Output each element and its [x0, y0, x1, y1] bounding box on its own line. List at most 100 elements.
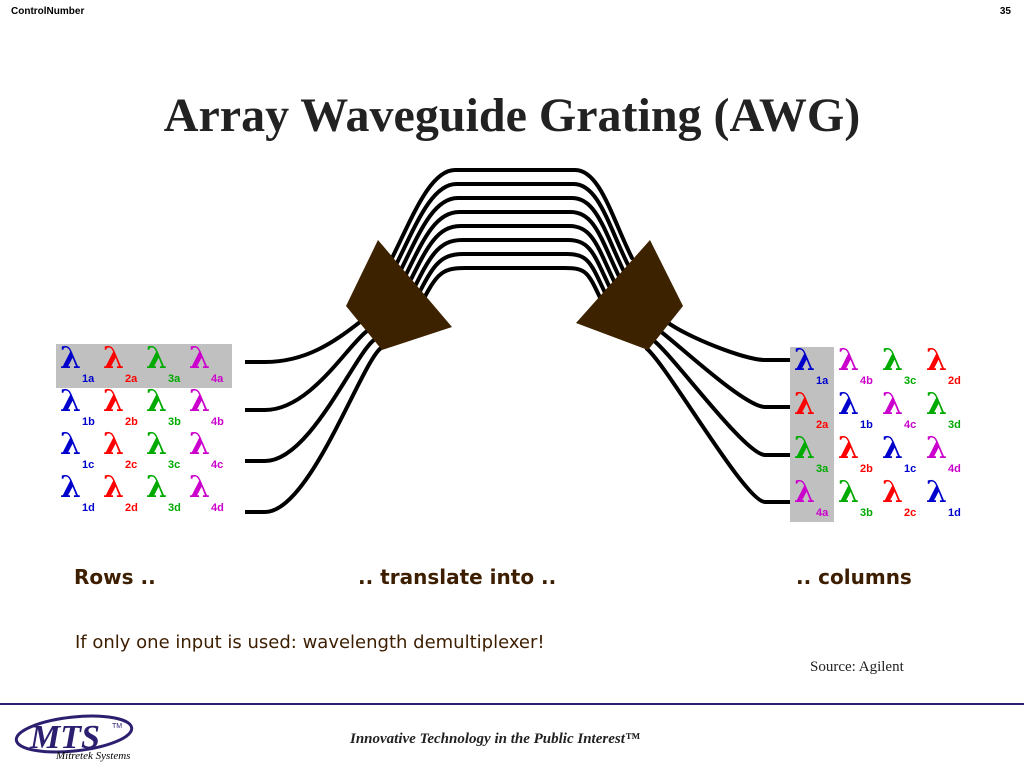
- lambda-symbol: λ: [103, 470, 124, 505]
- wavelength-label: 1a: [82, 373, 95, 385]
- waveguide-array: [390, 168, 634, 316]
- wavelength-label: 3a: [816, 463, 829, 475]
- wavelength-label: 3b: [168, 416, 181, 428]
- wavelength-label: 2a: [125, 373, 138, 385]
- lambda-symbol: λ: [882, 475, 903, 510]
- wavelength-label: 2c: [904, 507, 916, 519]
- mts-logo: MTS TM Mitretek Systems: [14, 714, 134, 762]
- logo-subtitle: Mitretek Systems: [55, 750, 130, 762]
- lambda-symbol: λ: [926, 343, 947, 378]
- wavelength-label: 1d: [948, 507, 961, 519]
- wavelength-label: 3d: [948, 419, 961, 431]
- lambda-symbol: λ: [103, 341, 124, 376]
- lambda-symbol: λ: [838, 343, 859, 378]
- lambda-symbol: λ: [838, 387, 859, 422]
- wavelength-label: 2c: [125, 459, 137, 471]
- wavelength-label: 1c: [82, 459, 94, 471]
- lambda-symbol: λ: [794, 431, 815, 466]
- lambda-symbol: λ: [189, 427, 210, 462]
- wavelength-label: 1d: [82, 502, 95, 514]
- waveguide: [400, 210, 624, 284]
- wavelength-label: 4c: [904, 419, 916, 431]
- lambda-symbol: λ: [926, 431, 947, 466]
- waveguide: [393, 182, 631, 268]
- wavelength-label: 1a: [816, 375, 829, 387]
- input-fiber: [245, 338, 376, 463]
- lambda-symbol: λ: [882, 387, 903, 422]
- wavelength-label: 1c: [904, 463, 916, 475]
- waveguide: [403, 224, 621, 292]
- lambda-symbol: λ: [146, 341, 167, 376]
- output-column-highlight: [790, 347, 834, 522]
- lambda-symbol: λ: [60, 470, 81, 505]
- wavelength-label: 2a: [816, 419, 829, 431]
- lambda-symbol: λ: [60, 427, 81, 462]
- output-fibers: [644, 320, 790, 504]
- footer-tagline: Innovative Technology in the Public Inte…: [350, 731, 640, 747]
- slide-title: Array Waveguide Grating (AWG): [163, 89, 861, 142]
- source-credit: Source: Agilent: [810, 659, 904, 675]
- output-fiber: [651, 338, 790, 457]
- input-fiber: [245, 329, 369, 412]
- rows-caption: Rows ..: [74, 565, 156, 589]
- lambda-symbol: λ: [189, 384, 210, 419]
- lambda-symbol: λ: [146, 384, 167, 419]
- lambda-symbol: λ: [882, 431, 903, 466]
- input-fiber: [245, 346, 383, 514]
- wavelength-label: 4d: [948, 463, 961, 475]
- lambda-symbol: λ: [794, 475, 815, 510]
- lambda-symbol: λ: [146, 470, 167, 505]
- output-fiber: [658, 329, 790, 409]
- wavelength-label: 3d: [168, 502, 181, 514]
- wavelength-label: 2d: [125, 502, 138, 514]
- input-star-coupler: [346, 240, 452, 350]
- output-star-coupler: [576, 240, 683, 350]
- wavelength-label: 1b: [82, 416, 95, 428]
- logo-trademark: TM: [112, 723, 122, 730]
- lambda-symbol: λ: [838, 431, 859, 466]
- lambda-symbol: λ: [794, 343, 815, 378]
- wavelength-label: 2b: [860, 463, 873, 475]
- wavelength-label: 3a: [168, 373, 181, 385]
- lambda-symbol: λ: [103, 384, 124, 419]
- lambda-symbol: λ: [60, 384, 81, 419]
- waveguide: [396, 196, 628, 276]
- wavelength-label: 3c: [168, 459, 180, 471]
- translate-caption: .. translate into ..: [358, 565, 557, 589]
- lambda-symbol: λ: [189, 341, 210, 376]
- input-fiber: [245, 320, 362, 364]
- page-number: 35: [999, 6, 1011, 17]
- lambda-symbol: λ: [794, 387, 815, 422]
- wavelength-label: 4a: [211, 373, 224, 385]
- wavelength-label: 1b: [860, 419, 873, 431]
- wavelength-label: 4a: [816, 507, 829, 519]
- input-fibers: [245, 320, 383, 514]
- waveguide: [390, 168, 634, 260]
- wavelength-label: 4b: [860, 375, 873, 387]
- lambda-symbol: λ: [60, 341, 81, 376]
- wavelength-label: 3b: [860, 507, 873, 519]
- waveguide: [410, 252, 614, 308]
- lambda-symbol: λ: [189, 470, 210, 505]
- wavelength-label: 2b: [125, 416, 138, 428]
- lambda-symbol: λ: [838, 475, 859, 510]
- wavelength-label: 4c: [211, 459, 223, 471]
- wavelength-label: 4d: [211, 502, 224, 514]
- lambda-symbol: λ: [926, 387, 947, 422]
- output-fiber: [644, 346, 790, 504]
- demux-note: If only one input is used: wavelength de…: [75, 632, 545, 653]
- wavelength-label: 2d: [948, 375, 961, 387]
- lambda-symbol: λ: [103, 427, 124, 462]
- columns-caption: .. columns: [796, 565, 912, 589]
- waveguide: [407, 238, 617, 300]
- output-wavelength-grid: λ1aλ4bλ3cλ2dλ2aλ1bλ4cλ3dλ3aλ2bλ1cλ4dλ4aλ…: [794, 343, 961, 519]
- wavelength-label: 3c: [904, 375, 916, 387]
- footer-divider: [0, 703, 1024, 705]
- logo-text: MTS: [29, 719, 100, 756]
- input-row-highlight: [56, 344, 232, 388]
- lambda-symbol: λ: [146, 427, 167, 462]
- output-fiber: [665, 320, 790, 362]
- control-number-label: ControlNumber: [11, 6, 85, 17]
- wavelength-label: 4b: [211, 416, 224, 428]
